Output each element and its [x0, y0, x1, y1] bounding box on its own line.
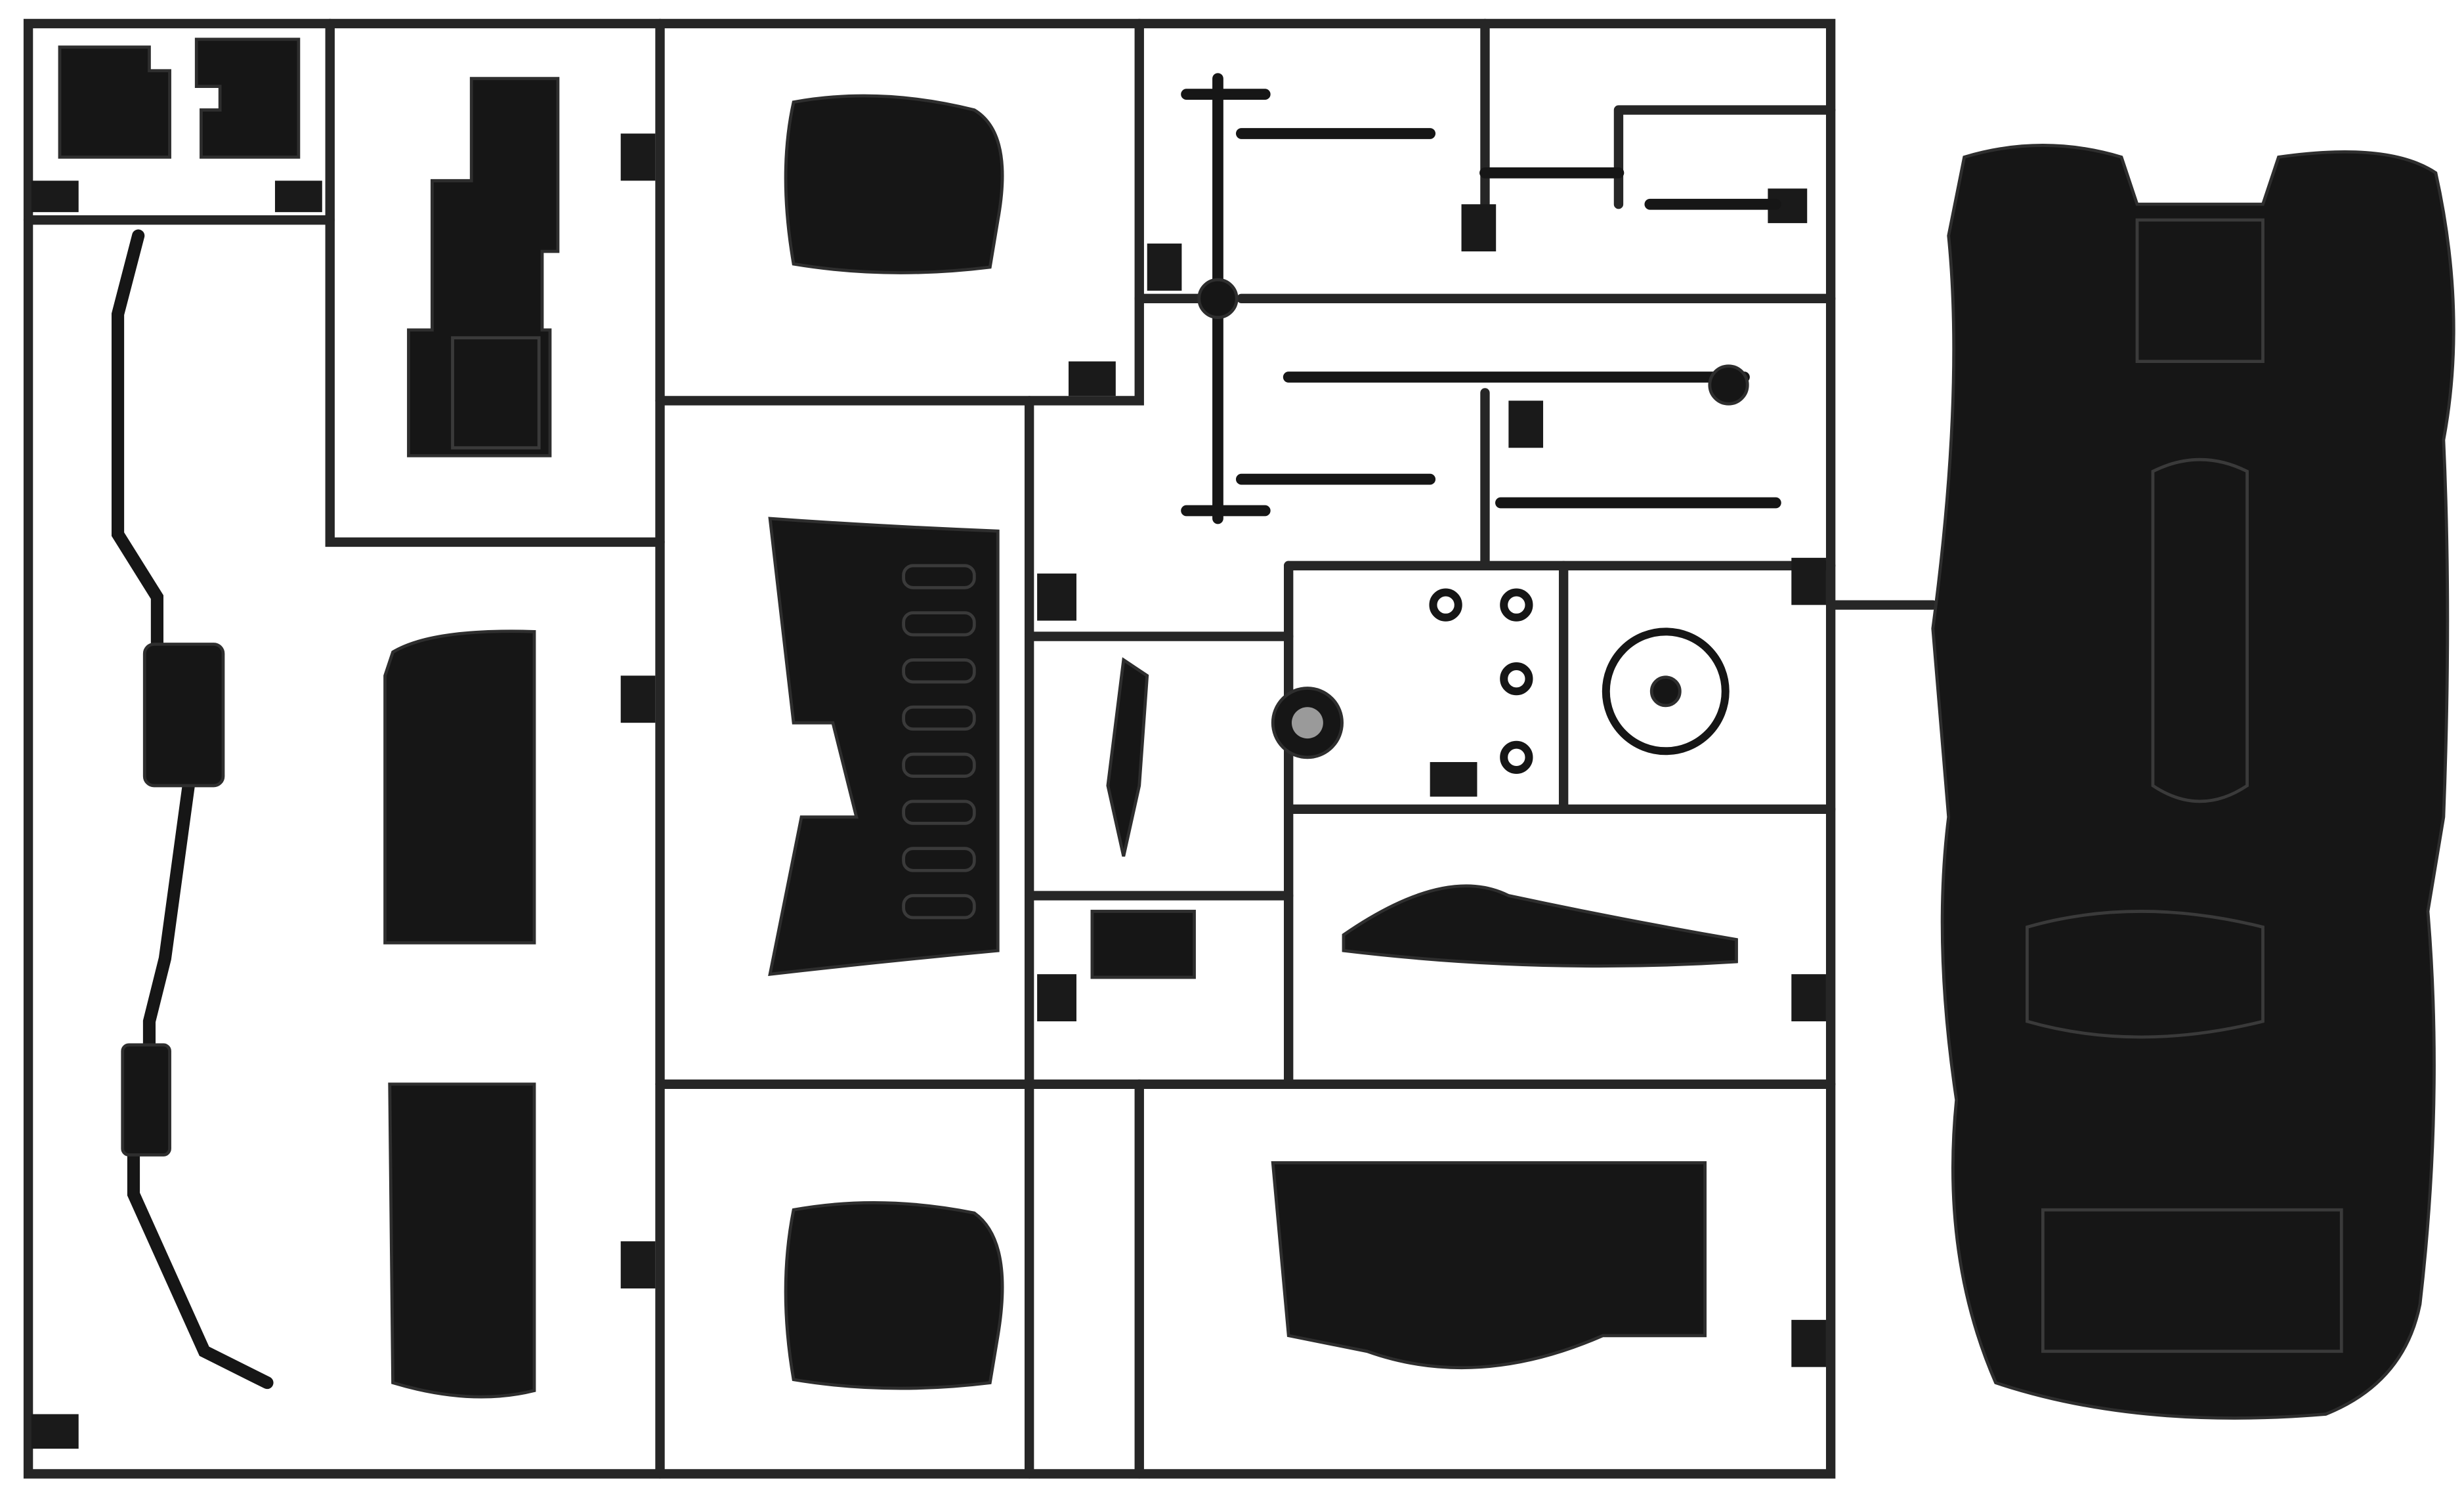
seat-top: [784, 94, 1004, 274]
rear-body-panel: [768, 517, 1000, 976]
floor-panel-right: [194, 37, 301, 159]
rings-and-steering-wheel: [1429, 588, 1730, 774]
engine-part: [407, 77, 560, 457]
floor-pan: [1271, 1161, 1707, 1370]
dashboard: [1342, 884, 1738, 968]
sprue-tabs: [31, 133, 1826, 1449]
door-panel-lower: [388, 1082, 536, 1399]
floor-panel-left: [58, 45, 171, 159]
kit-parts: [58, 37, 2455, 1420]
muffler: [142, 643, 225, 788]
seat-bottom: [784, 1201, 1004, 1390]
body-tub: [1931, 144, 2455, 1420]
door-panel-upper: [383, 629, 536, 945]
exhaust-pipe: [111, 229, 274, 1390]
